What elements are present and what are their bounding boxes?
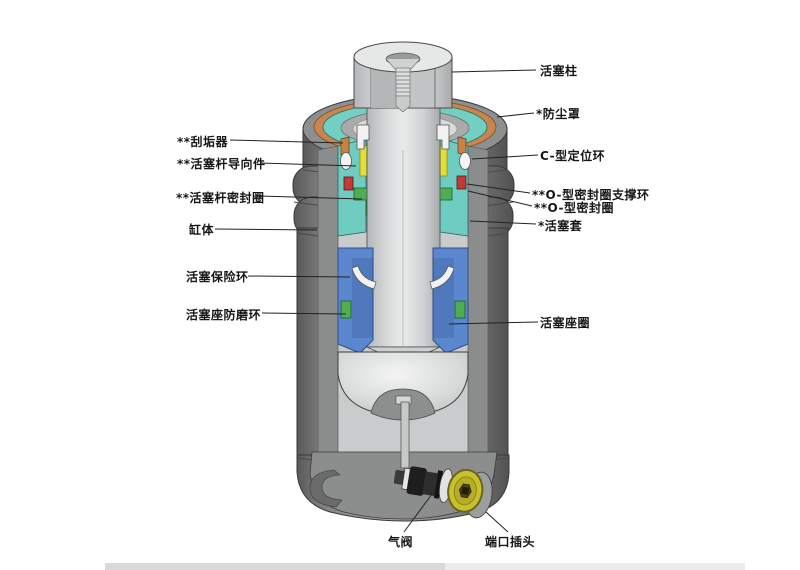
base-groove — [309, 469, 343, 508]
label-o-ring: **O-型密封圈 — [534, 201, 614, 215]
leader-cylinder-body — [214, 228, 318, 231]
c-ring-part — [356, 124, 370, 150]
label-cylinder-body: 缸体 — [189, 223, 215, 237]
leader-piston-seat-ring — [448, 321, 539, 325]
label-rod-guide: **活塞杆导向件 — [177, 157, 266, 171]
leader-piston-sleeve — [469, 220, 537, 225]
label-piston-rod: 活塞柱 — [540, 64, 578, 78]
piston-seat — [337, 247, 469, 354]
screw — [395, 67, 411, 113]
label-piston-sleeve: *活塞套 — [538, 219, 583, 233]
scraper-part — [340, 136, 350, 156]
leader-piston-rod — [451, 69, 537, 73]
label-air-valve: 气阀 — [388, 535, 414, 549]
leader-dust-cover — [496, 112, 535, 118]
wear-ring-part — [454, 300, 466, 319]
rod-guide-part — [340, 152, 352, 170]
leader-lines — [214, 69, 539, 533]
leader-air-valve — [403, 493, 433, 533]
label-port-plug: 端口插头 — [485, 535, 536, 549]
c-ring-part — [436, 124, 450, 150]
feed-tube — [400, 401, 410, 469]
label-o-ring-backup: **O-型密封圈支撑环 — [532, 188, 650, 202]
scraper-part — [457, 136, 467, 156]
label-piston-retaining-ring: 活塞保险环 — [186, 270, 249, 284]
leader-o-ring — [467, 190, 533, 207]
page-bottom-band — [445, 563, 745, 570]
label-scraper: **刮垢器 — [177, 135, 229, 149]
o-ring-part — [456, 175, 467, 190]
leader-c-ring — [471, 154, 539, 160]
valve-body — [406, 466, 427, 496]
o-ring-part — [343, 176, 354, 191]
retaining-ring-part — [429, 265, 455, 290]
cutaway-interior — [309, 94, 498, 520]
label-dust-cover: *防尘罩 — [536, 107, 581, 121]
label-piston-seat-ring: 活塞座圈 — [540, 316, 591, 330]
valve-assembly — [393, 466, 493, 519]
label-c-ring: C-型定位环 — [540, 149, 606, 163]
leader-rod-guide — [259, 162, 357, 167]
rod-guide-part — [459, 152, 471, 170]
rod-seal-part — [439, 145, 448, 177]
leader-piston-retaining-ring — [247, 275, 351, 278]
rod-seal-part — [359, 145, 368, 177]
leader-o-ring-backup — [466, 183, 531, 194]
page-bottom-band — [105, 563, 445, 570]
retaining-ring-part — [351, 265, 377, 290]
label-piston-seat-wear-ring: 活塞座防磨环 — [186, 308, 262, 322]
leader-piston-seat-wear-ring — [261, 312, 347, 315]
leader-scraper — [229, 139, 344, 144]
leader-rod-seal — [258, 195, 363, 200]
wear-ring-part — [340, 300, 352, 319]
label-rod-seal: **活塞杆密封圈 — [176, 191, 265, 205]
piston-rod-top — [353, 41, 453, 113]
leader-port-plug — [485, 511, 509, 533]
